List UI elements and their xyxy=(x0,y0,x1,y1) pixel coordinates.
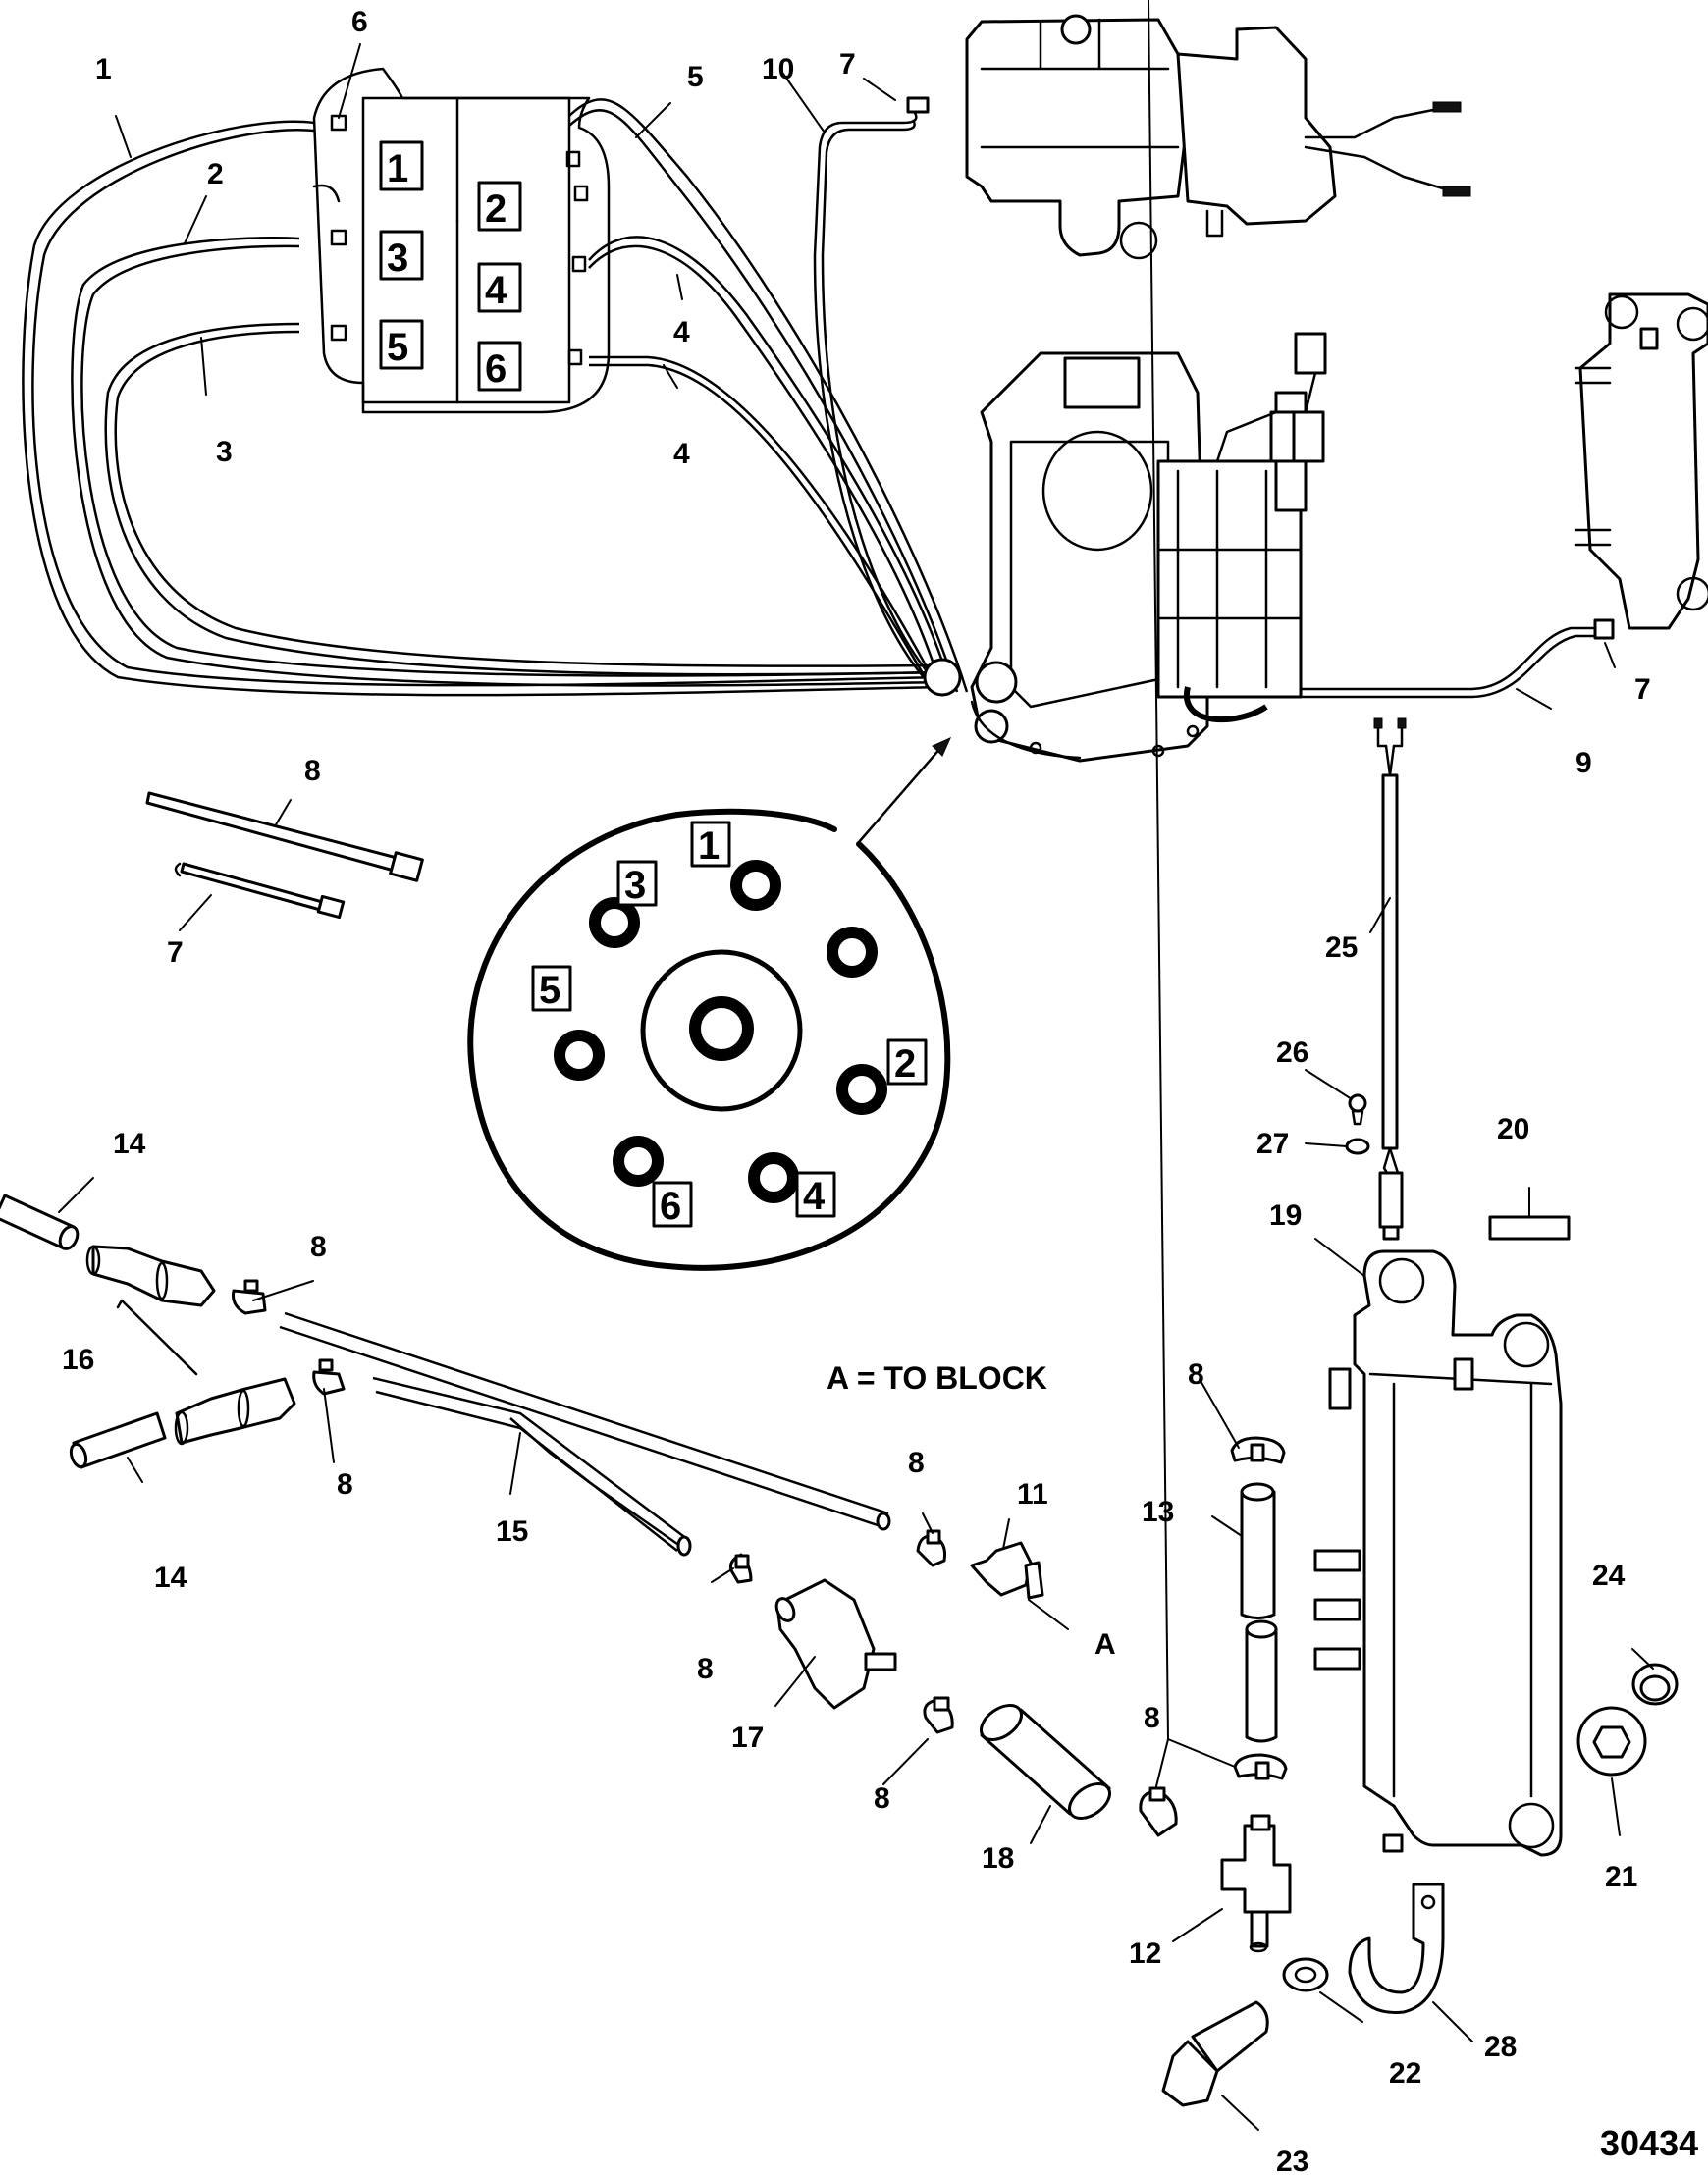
callout-6: 6 xyxy=(351,6,368,38)
callout-25: 25 xyxy=(1325,931,1358,964)
port-connection-label: A xyxy=(1094,1628,1116,1661)
callout-13: 13 xyxy=(1142,1496,1174,1528)
callout-5: 5 xyxy=(687,61,704,93)
flywheel-port-label-2: 2 xyxy=(894,1042,916,1086)
cable-ties xyxy=(145,791,424,920)
callout-16: 16 xyxy=(62,1344,94,1376)
callout-15: 15 xyxy=(496,1515,528,1548)
cyl-label-5: 5 xyxy=(387,326,408,369)
callout-8g: 8 xyxy=(1188,1358,1204,1391)
mounting-bracket-right xyxy=(1574,292,1708,630)
callout-23: 23 xyxy=(1276,2146,1308,2175)
callout-numbers: 1 2 3 4 4 5 6 7 7 7 8 8 8 8 8 8 8 8 9 10… xyxy=(62,6,1651,2175)
figure-number: 30434 xyxy=(1600,2123,1698,2163)
flywheel-port-label-4: 4 xyxy=(803,1175,826,1218)
fitting-7-top xyxy=(906,96,930,114)
cyl-label-6: 6 xyxy=(485,347,507,391)
callout-10: 10 xyxy=(762,53,794,85)
callout-8a: 8 xyxy=(304,755,321,787)
callout-8e: 8 xyxy=(697,1653,714,1685)
callout-19: 19 xyxy=(1269,1199,1302,1232)
callout-11: 11 xyxy=(1017,1478,1048,1511)
leader-lines xyxy=(58,0,1654,2131)
vapor-separator-assembly xyxy=(923,332,1327,763)
callout-22: 22 xyxy=(1389,2057,1421,2090)
callout-14b: 14 xyxy=(154,1562,187,1594)
cyl-box-6 xyxy=(477,341,522,392)
callout-8h: 8 xyxy=(1144,1702,1160,1734)
flywheel-port-label-6: 6 xyxy=(660,1185,681,1228)
callout-3: 3 xyxy=(216,436,233,468)
callout-8c: 8 xyxy=(337,1468,353,1501)
callout-4b: 4 xyxy=(673,438,690,470)
cyl-label-4: 4 xyxy=(485,269,507,312)
fitting-7-right xyxy=(1593,618,1615,640)
callout-1: 1 xyxy=(95,53,112,85)
callout-8d: 8 xyxy=(908,1447,925,1479)
cyl-box-4 xyxy=(477,262,522,313)
callout-9: 9 xyxy=(1575,747,1592,779)
pump-assembly-top xyxy=(965,14,1471,260)
note-to-block: A = TO BLOCK xyxy=(827,1360,1047,1396)
callout-4a: 4 xyxy=(673,316,690,348)
vapor-reservoir xyxy=(1313,1249,1563,1857)
bleed-hoses xyxy=(22,96,1615,716)
callout-28: 28 xyxy=(1484,2031,1517,2063)
cyl-label-3: 3 xyxy=(387,237,408,280)
lower-left-hoses xyxy=(0,1194,891,1557)
sensor-parts xyxy=(1345,717,1571,1241)
cyl-label-1: 1 xyxy=(387,147,408,190)
callout-8b: 8 xyxy=(310,1231,327,1263)
caps xyxy=(1576,1663,1679,1777)
callout-8f: 8 xyxy=(874,1782,890,1815)
callout-2: 2 xyxy=(207,158,224,190)
cyl-box-3 xyxy=(379,230,424,281)
callout-24: 24 xyxy=(1592,1560,1626,1592)
callout-7a: 7 xyxy=(839,48,856,80)
flywheel-port-label-3: 3 xyxy=(624,864,646,907)
callout-18: 18 xyxy=(982,1842,1014,1875)
cyl-box-2 xyxy=(477,181,522,232)
cyl-box-1 xyxy=(379,140,424,191)
cyl-box-5 xyxy=(379,319,424,370)
hose-13 xyxy=(1230,1436,1288,1780)
callout-26: 26 xyxy=(1276,1036,1308,1069)
flywheel-port-label-1: 1 xyxy=(698,824,720,868)
cyl-label-2: 2 xyxy=(485,187,507,231)
callout-21: 21 xyxy=(1605,1861,1637,1893)
fittings-lower xyxy=(1161,1814,1445,2107)
flywheel-port-diagram: 1 2 3 4 5 6 xyxy=(467,737,951,1271)
callout-27: 27 xyxy=(1256,1128,1289,1160)
callout-7c: 7 xyxy=(167,936,184,969)
callout-12: 12 xyxy=(1129,1937,1161,1970)
callout-17: 17 xyxy=(731,1722,764,1754)
callout-7b: 7 xyxy=(1634,673,1651,706)
callout-20: 20 xyxy=(1497,1113,1529,1145)
flywheel-port-label-5: 5 xyxy=(539,969,560,1012)
lower-middle-fittings xyxy=(729,1529,1178,1837)
cylinder-block-schematic: 1 2 3 4 5 6 xyxy=(312,67,611,414)
callout-14a: 14 xyxy=(113,1128,146,1160)
